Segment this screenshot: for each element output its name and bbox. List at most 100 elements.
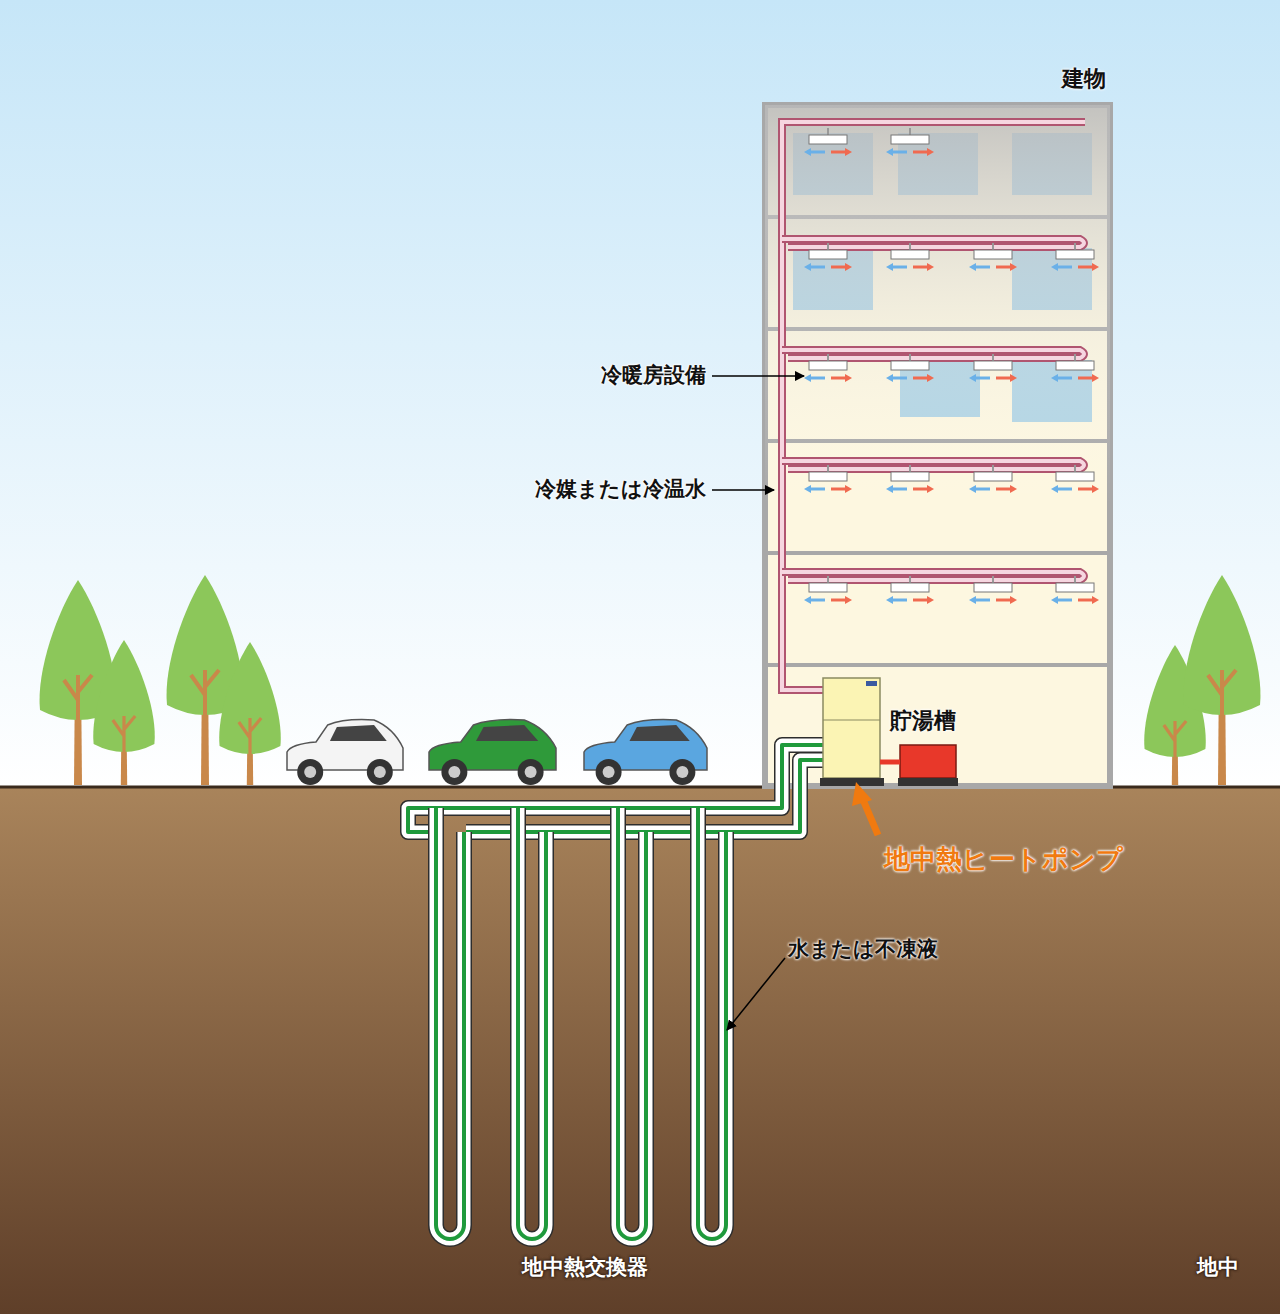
ac-unit: [1056, 583, 1094, 592]
cool-air-head: [886, 596, 893, 604]
ac-unit: [891, 250, 929, 259]
ac-unit: [1056, 250, 1094, 259]
warm-air-head: [1092, 596, 1099, 604]
callout-arrow-head: [852, 782, 872, 806]
car-hub: [603, 766, 615, 778]
building-node: 建物貯湯槽: [762, 66, 1112, 785]
tree-branch: [191, 670, 219, 725]
refrigerant-pipes: [782, 122, 1085, 690]
loop-white: [436, 808, 464, 1239]
warm-air-head: [845, 263, 852, 271]
tank-unit: [823, 678, 880, 778]
car-window: [630, 725, 690, 741]
pipe-outer: [782, 122, 1085, 690]
ground: [0, 786, 1280, 1314]
cool-air-head: [1051, 263, 1058, 271]
ac-unit: [891, 361, 929, 370]
cool-air-head: [804, 148, 811, 156]
car-hub: [676, 766, 688, 778]
pump-base: [898, 778, 958, 786]
ac-unit: [974, 472, 1012, 481]
warm-air-head: [845, 374, 852, 382]
tree-branch: [239, 718, 261, 762]
warm-air-head: [1010, 485, 1017, 493]
sky: [0, 0, 1280, 788]
ac-unit: [974, 361, 1012, 370]
loop-outline: [518, 808, 546, 1239]
leader-line: [727, 958, 785, 1030]
ac-unit: [974, 583, 1012, 592]
car-window: [330, 725, 387, 741]
tank-label: 貯湯槽: [890, 708, 956, 734]
loop-outline: [618, 808, 646, 1239]
tank-node: 貯湯槽: [822, 678, 992, 778]
loop-green: [698, 808, 726, 1239]
warm-air-head: [1010, 263, 1017, 271]
warm-air-head: [845, 148, 852, 156]
tank-panel: [866, 681, 877, 686]
warm-air-head: [927, 485, 934, 493]
cool-air-head: [804, 263, 811, 271]
heat-pump-label: 地中熱ヒートポンプ: [884, 844, 1123, 875]
ac-unit: [809, 135, 847, 144]
loop-green: [436, 808, 464, 1239]
ac-unit: [974, 250, 1012, 259]
cool-air-head: [804, 374, 811, 382]
warm-air-head: [1092, 485, 1099, 493]
warm-air-head: [927, 596, 934, 604]
warm-air-head: [1010, 374, 1017, 382]
cool-air-head: [804, 596, 811, 604]
car-wheel: [367, 759, 393, 785]
loop-white: [698, 808, 726, 1239]
car-wheel: [669, 759, 695, 785]
leader-line: [712, 489, 774, 491]
warm-air-head: [1010, 596, 1017, 604]
car-wheel: [297, 759, 323, 785]
loop-white: [618, 808, 646, 1239]
loop-white: [518, 808, 546, 1239]
heat-pump-base: [820, 778, 884, 786]
cool-air-head: [969, 263, 976, 271]
car-hub: [374, 766, 386, 778]
haze: [765, 105, 1110, 505]
loop-green: [618, 808, 646, 1239]
warm-air-head: [927, 148, 934, 156]
pump-pipe: [880, 760, 900, 765]
cool-air-head: [969, 374, 976, 382]
pipe-inner: [782, 122, 1085, 690]
ground-loop: [408, 745, 823, 1239]
cool-air-head: [886, 263, 893, 271]
car-wheel: [441, 759, 467, 785]
pump-box: [900, 745, 956, 778]
cool-air-head: [969, 596, 976, 604]
car-hub: [448, 766, 460, 778]
car-window: [476, 725, 538, 741]
tree-branch: [64, 675, 92, 730]
car-wheel: [518, 759, 544, 785]
ac-unit: [891, 135, 929, 144]
cars: [287, 720, 707, 785]
car-hub: [304, 766, 316, 778]
tree-branch: [1164, 721, 1186, 765]
warm-air-head: [1092, 374, 1099, 382]
ac-unit: [809, 472, 847, 481]
building-heading: 建物: [1062, 66, 1106, 92]
leader-line: [712, 375, 804, 377]
exchanger-label: 地中熱交換器: [522, 1255, 648, 1280]
underground-label: 地中: [1197, 1255, 1239, 1280]
tank-seam: [823, 720, 880, 721]
car-wheel: [596, 759, 622, 785]
cool-air-head: [969, 485, 976, 493]
ac-units: [804, 128, 1099, 604]
cool-air-head: [886, 485, 893, 493]
tree-branch: [113, 716, 135, 760]
cool-air-head: [886, 148, 893, 156]
ac-unit: [1056, 472, 1094, 481]
floor-line: [765, 663, 1110, 667]
medium-label: 冷媒または冷温水: [535, 477, 706, 502]
ac-unit: [809, 361, 847, 370]
cool-air-head: [1051, 374, 1058, 382]
loop-outline: [698, 808, 726, 1239]
cool-air-head: [1051, 485, 1058, 493]
